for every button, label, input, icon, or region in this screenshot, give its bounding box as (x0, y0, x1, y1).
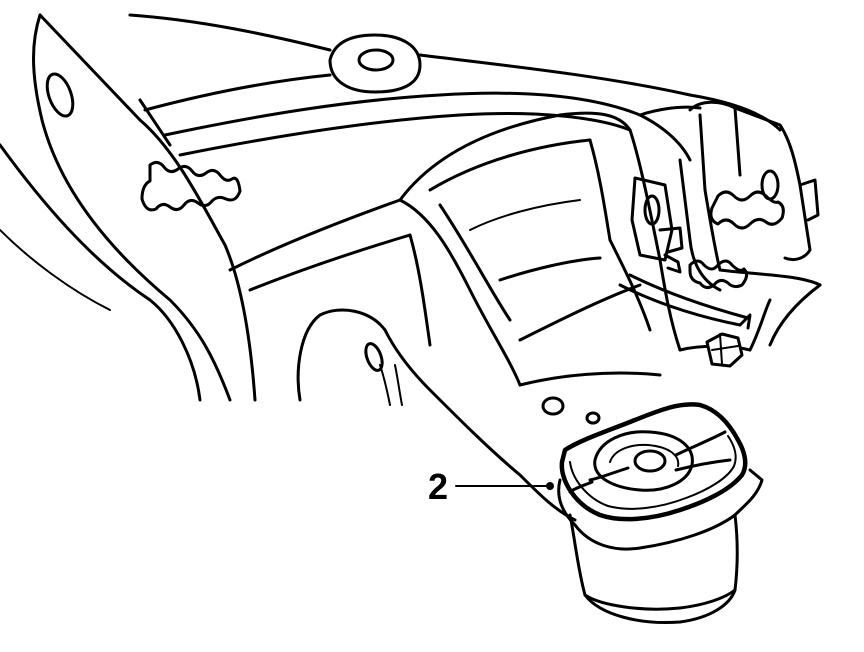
left-body-panel (0, 13, 257, 402)
right-bracket-assembly (678, 100, 822, 352)
callout-label: 2 (428, 466, 448, 507)
left-weld-seam (140, 160, 242, 212)
callout-2: 2 (428, 466, 554, 507)
lower-body-arch (296, 233, 577, 522)
insulator-top (568, 430, 732, 494)
locator-holes (541, 396, 601, 425)
right-weld-seam (688, 190, 785, 290)
mount-cylinder (557, 468, 764, 624)
bracket-clip (630, 176, 684, 274)
bracket-strap (618, 273, 752, 330)
crossmember-box-section (228, 111, 682, 387)
hex-bolt (705, 332, 744, 368)
crossmember-upper-flange (143, 73, 782, 162)
rubber-insulator[interactable] (559, 402, 748, 522)
top-mount-boss (128, 13, 692, 97)
